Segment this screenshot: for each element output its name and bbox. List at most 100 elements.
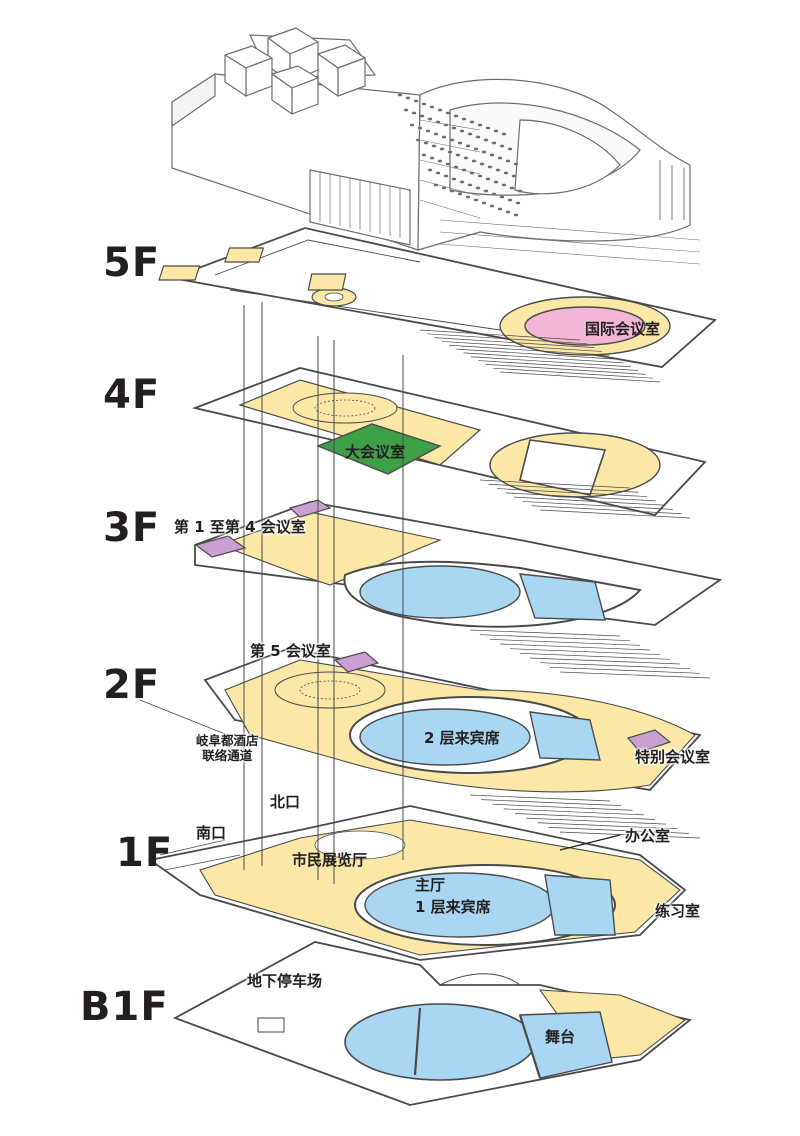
facade-dot: [513, 213, 519, 217]
facade-dot: [453, 165, 459, 169]
facade-dot: [417, 126, 423, 130]
facade-dot: [483, 189, 489, 193]
3f-corridor: [218, 511, 442, 586]
facade-dot: [493, 129, 499, 133]
building-dots: [397, 93, 523, 217]
facade-dot: [501, 183, 507, 187]
facade-dot: [495, 168, 501, 172]
facade-dot: [403, 108, 409, 112]
hotel-link-label-line1: 岐阜都酒店: [196, 733, 259, 748]
2f-vip-blue-right: [529, 711, 601, 761]
stair-line: [522, 501, 673, 510]
facade-dot: [465, 195, 471, 199]
facade-dot: [499, 195, 505, 199]
international-hall-label: 国际会议室: [585, 320, 661, 338]
facade-dot: [429, 156, 435, 160]
facade-dot: [433, 183, 439, 187]
facade-dot: [471, 159, 477, 163]
facade-dot: [405, 96, 411, 100]
facade-dot: [421, 102, 427, 106]
facade-dot: [449, 189, 455, 193]
floor-label-5f: 5F: [103, 240, 161, 286]
facade-dot: [409, 123, 415, 127]
floor-label-4f: 4F: [103, 372, 161, 418]
facade-dot: [477, 123, 483, 127]
facade-dot: [419, 114, 425, 118]
facade-dot: [469, 120, 475, 124]
building-exterior: [171, 27, 701, 265]
facade-dot: [439, 147, 445, 151]
meeting-1-4-label: 第 1 至第 4 会议室: [174, 518, 306, 536]
facade-dot: [467, 132, 473, 136]
international-hall-shape: [524, 306, 646, 346]
stair-line: [526, 817, 667, 825]
facade-dot: [489, 204, 495, 208]
facade-dot: [483, 138, 489, 142]
facade-dot: [467, 183, 473, 187]
stair-line: [441, 341, 602, 352]
stair-line: [479, 479, 631, 489]
facade-dot: [425, 129, 431, 133]
floor-label-1f: 1F: [116, 830, 174, 876]
stair-line: [470, 356, 631, 368]
3f-hall-blue-right: [518, 573, 606, 621]
b1f-stage-blue: [344, 1003, 536, 1081]
special-meeting-room: [626, 729, 672, 753]
stair-line: [549, 666, 701, 674]
facade-dot: [463, 156, 469, 160]
facade-dot: [479, 162, 485, 166]
facade-dot: [427, 168, 433, 172]
facade-dot: [491, 141, 497, 145]
stair-line: [499, 371, 661, 383]
3f-hall-blue: [359, 565, 521, 619]
facade-dot: [475, 186, 481, 190]
meeting-1-4-room-a: [194, 535, 247, 558]
main-hall-label: 主厅 1 层来宾席: [415, 874, 491, 918]
facade-dot: [511, 174, 517, 178]
facade-dot: [433, 132, 439, 136]
stair-line: [519, 652, 671, 660]
stair-line: [456, 348, 617, 360]
stair-line: [539, 662, 691, 670]
special-meeting-label: 特别会议室: [635, 748, 711, 766]
facade-dot: [421, 153, 427, 157]
floor-1f: [147, 805, 687, 961]
floor-label-2f: 2F: [103, 662, 161, 708]
facade-dot: [443, 123, 449, 127]
stair-line: [427, 333, 588, 345]
stair-line: [531, 505, 682, 515]
facade-dot: [397, 93, 403, 97]
stair-line: [481, 799, 622, 806]
facade-dot: [445, 162, 451, 166]
facade-dot: [447, 150, 453, 154]
5f-room-a: [158, 265, 201, 281]
main-hall-blue-right: [544, 874, 616, 936]
facade-dot: [491, 192, 497, 196]
facade-dot: [517, 189, 523, 193]
stair-line: [419, 329, 581, 341]
facade-dot: [453, 114, 459, 118]
facade-dot: [441, 135, 447, 139]
hotel-link-label: 岐阜都酒店 联络通道: [196, 733, 259, 763]
stair-line: [559, 671, 711, 679]
facade-dot: [445, 111, 451, 115]
facade-dot: [451, 177, 457, 181]
facade-dot: [431, 144, 437, 148]
meeting-5-room: [333, 651, 380, 673]
facade-dot: [449, 138, 455, 142]
facade-dot: [469, 171, 475, 175]
stair-line: [559, 831, 701, 839]
stair-line: [537, 822, 678, 830]
stair-line: [488, 483, 639, 493]
stair-line: [529, 657, 681, 665]
vip-2f-label: 2 层来宾席: [424, 729, 500, 747]
stair-line: [514, 496, 665, 506]
vertical-shafts: [243, 302, 404, 884]
stair-line: [489, 638, 641, 646]
facade-dot: [507, 198, 513, 202]
facade-dot: [485, 177, 491, 181]
facade-dot: [457, 192, 463, 196]
main-hall-label-line1: 主厅: [415, 876, 446, 894]
